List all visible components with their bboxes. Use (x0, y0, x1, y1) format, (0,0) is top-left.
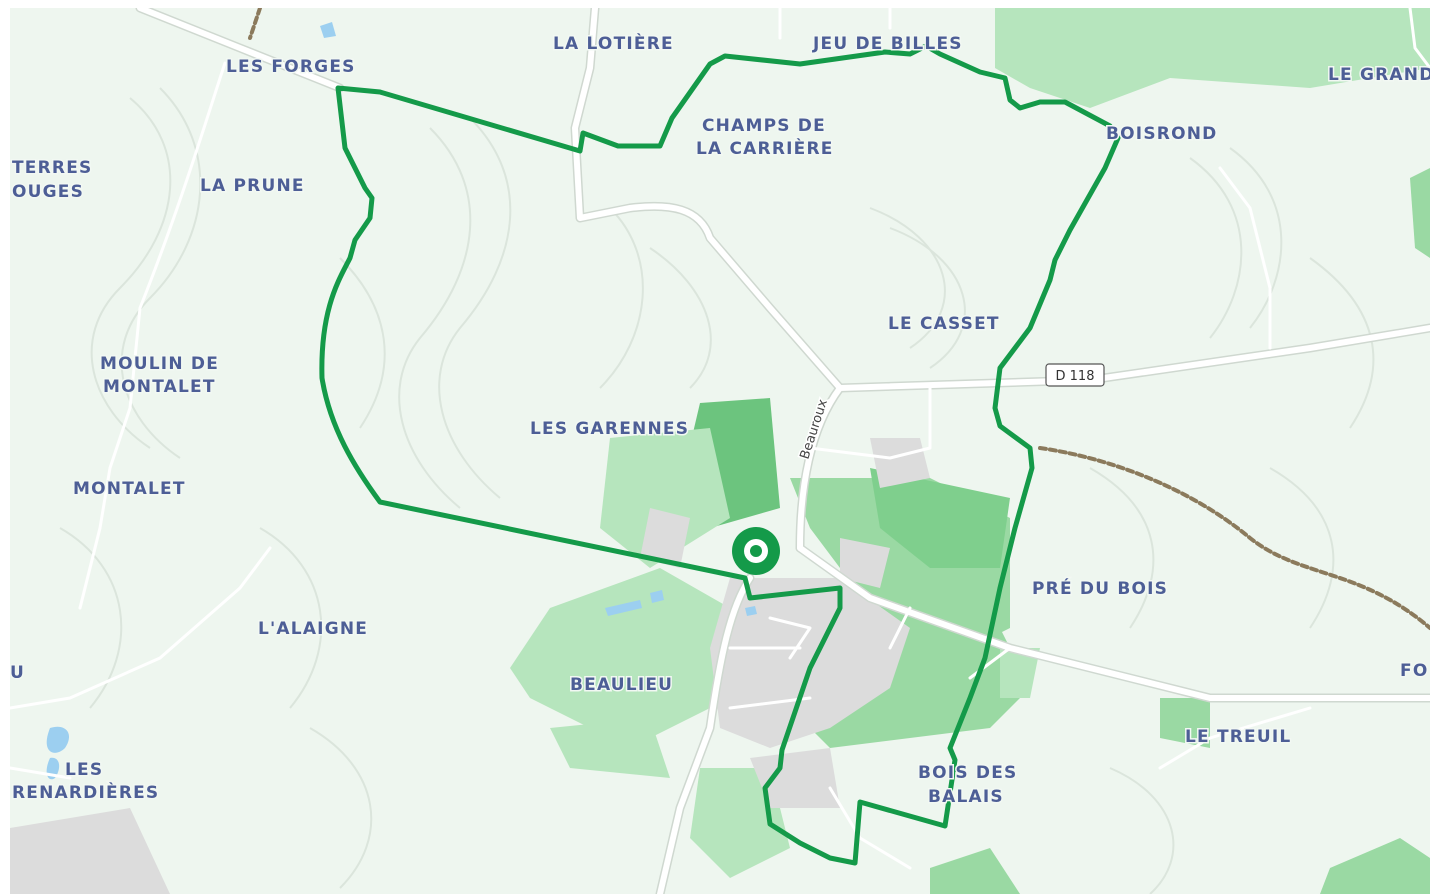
place-les-forges: LES FORGES (226, 57, 356, 77)
place-boisrond: BOISROND (1106, 124, 1217, 144)
place-les-garennes: LES GARENNES (530, 419, 689, 439)
place-pre-du-bois: PRÉ DU BOIS (1032, 577, 1168, 599)
place-terres-line1: TERRES (12, 158, 92, 178)
water-bodies (46, 22, 757, 780)
start-marker-icon[interactable] (732, 527, 780, 575)
place-bois-line1: BOIS DES (918, 763, 1017, 783)
place-lalaigne: L'ALAIGNE (258, 619, 368, 639)
place-les-line1: LES (65, 760, 103, 780)
map-canvas[interactable]: D 118 Beauroux LES FORGES LA LOTIÈRE JEU… (10, 8, 1430, 894)
map-svg: D 118 Beauroux LES FORGES LA LOTIÈRE JEU… (10, 8, 1430, 894)
place-champs-line2: LA CARRIÈRE (696, 137, 834, 159)
place-beaulieu: BEAULIEU (570, 675, 673, 695)
place-u: U (10, 663, 25, 683)
forest-areas (510, 8, 1430, 894)
place-labels: LES FORGES LA LOTIÈRE JEU DE BILLES LE G… (10, 31, 1430, 809)
place-la-prune: LA PRUNE (200, 176, 305, 196)
place-jeu-de-billes: JEU DE BILLES (812, 34, 963, 54)
place-les-line2: RENARDIÈRES (12, 781, 159, 803)
route-line[interactable] (319, 43, 1121, 866)
place-moulin-line1: MOULIN DE (100, 354, 219, 374)
place-la-lotiere: LA LOTIÈRE (553, 32, 674, 54)
place-montalet: MONTALET (73, 479, 186, 499)
place-bois-line2: BALAIS (928, 787, 1004, 807)
svg-text:D 118: D 118 (1056, 369, 1095, 384)
place-champs-line1: CHAMPS DE (702, 116, 826, 136)
road-shield: D 118 (1045, 363, 1105, 387)
roads (10, 8, 1430, 894)
place-le-casset: LE CASSET (888, 314, 1000, 334)
urban-area (10, 438, 930, 894)
place-le-grand: LE GRAND (1328, 65, 1430, 85)
place-fo: FO (1400, 661, 1428, 681)
place-le-treuil: LE TREUIL (1185, 727, 1291, 747)
place-moulin-line2: MONTALET (103, 377, 216, 397)
place-terres-line2: OUGES (12, 182, 84, 202)
road-name-label: Beauroux (798, 397, 832, 461)
